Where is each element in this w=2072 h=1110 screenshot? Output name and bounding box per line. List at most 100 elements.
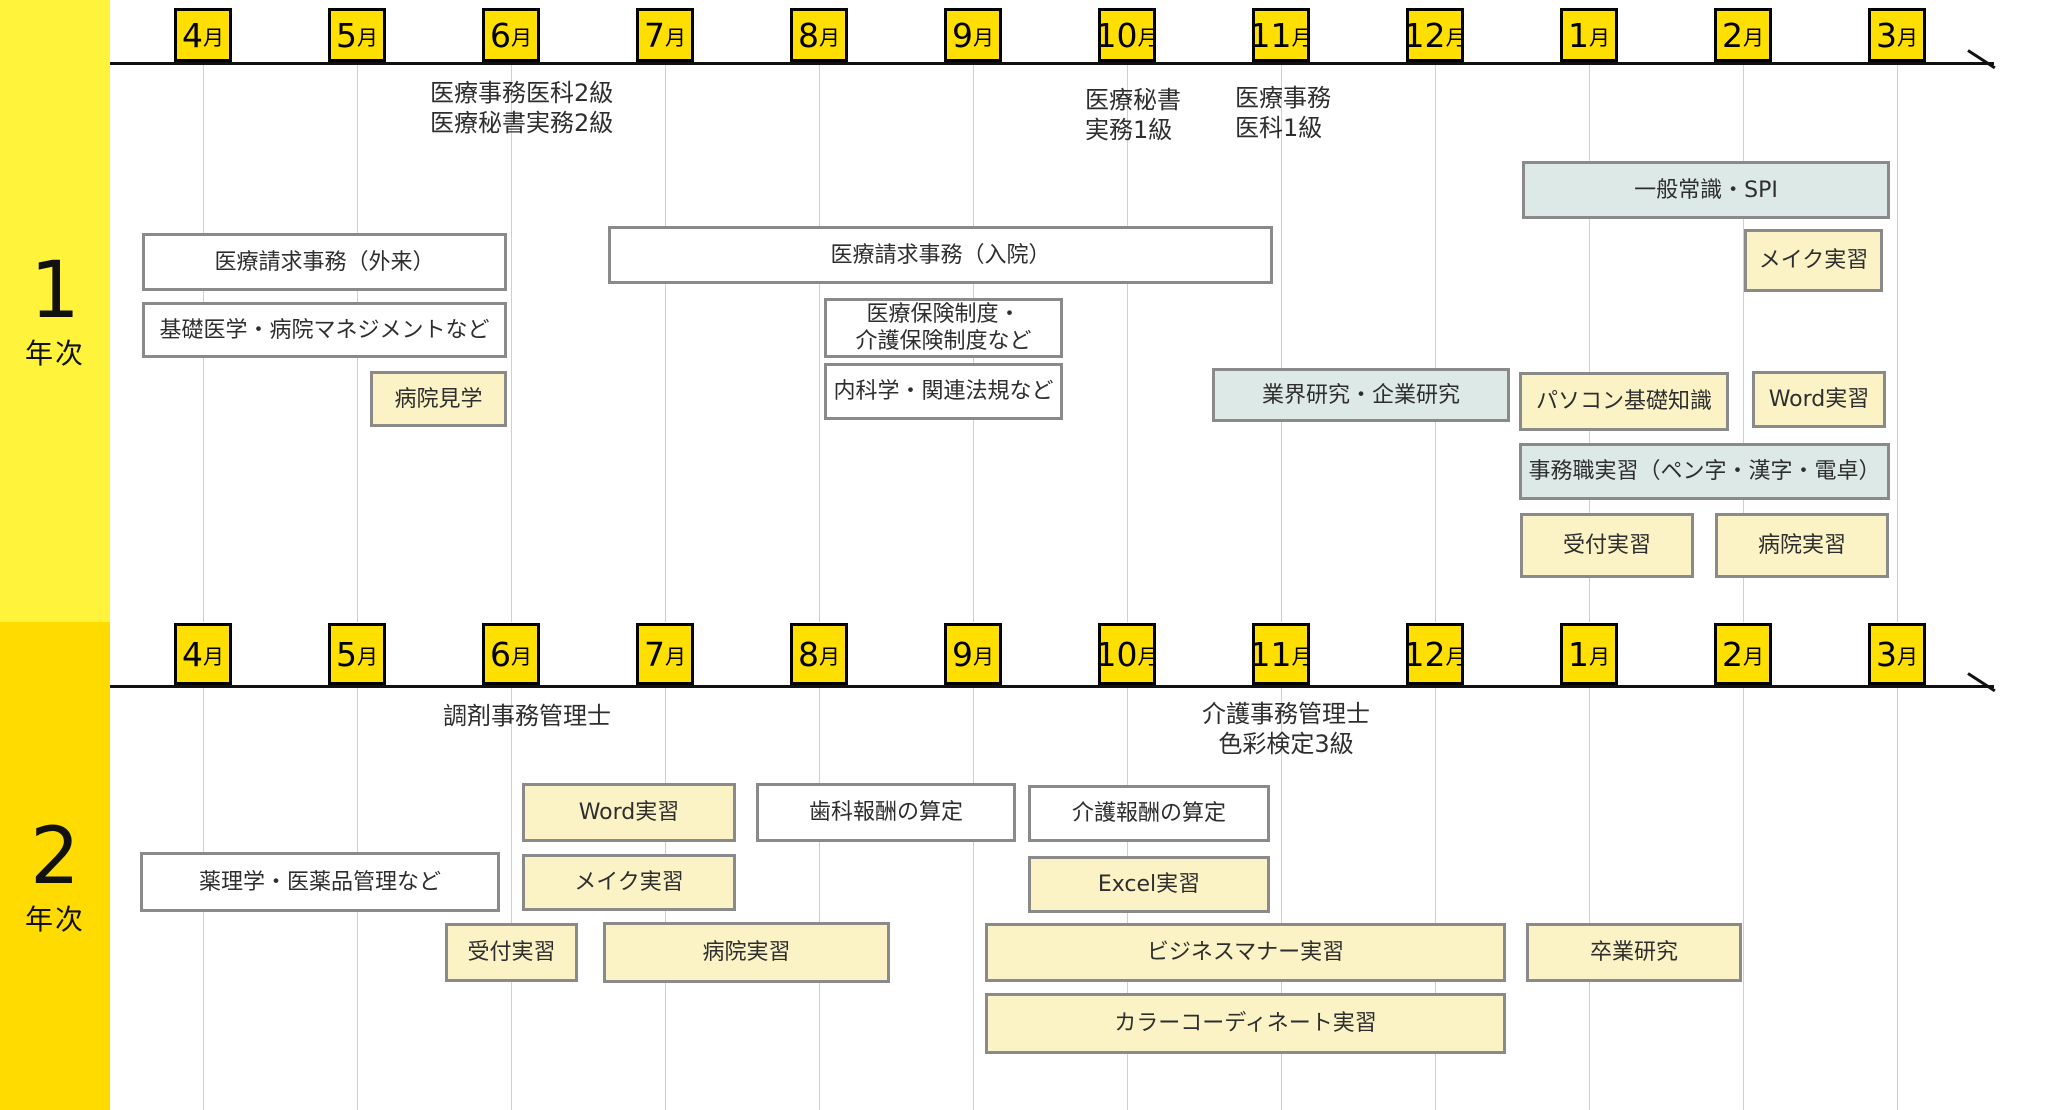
box-makeup-training-y1-label: メイク実習 [1758, 248, 1869, 273]
month-number: 2 [1722, 634, 1743, 674]
box-hospital-visit: 病院見学 [370, 371, 507, 427]
annotation-cert-kaigo-jimu-shikisai-line-1: 介護事務管理士 [1202, 700, 1370, 728]
year-1-timeline-axis [110, 62, 1994, 65]
annotation-cert-medical-office-1kyu: 医療事務医科1級 [1235, 83, 1331, 143]
box-word-training-y1-label: Word実習 [1768, 387, 1870, 412]
month-unit: 月 [1743, 25, 1764, 50]
month-unit: 月 [203, 644, 224, 669]
annotation-cert-medical-office-2kyu: 医療事務医科2級医療秘書実務2級 [430, 78, 613, 138]
month-number: 9 [952, 15, 973, 55]
box-word-training-y1: Word実習 [1752, 371, 1886, 428]
month-number: 10 [1095, 15, 1138, 55]
box-business-manner-training-label: ビジネスマナー実習 [1146, 940, 1345, 965]
box-hospital-training-y1-label: 病院実習 [1757, 533, 1846, 558]
box-reception-training-y1: 受付実習 [1520, 513, 1694, 578]
month-number: 7 [644, 15, 665, 55]
month-unit: 月 [819, 644, 840, 669]
month-number: 5 [336, 15, 357, 55]
month-number: 9 [952, 634, 973, 674]
box-hospital-training-y2: 病院実習 [603, 922, 890, 983]
year-1-timeline-arrow-icon [1967, 49, 1996, 70]
month-number: 1 [1568, 15, 1589, 55]
month-unit: 月 [973, 644, 994, 669]
year-1-gridline-2 [1743, 65, 1744, 622]
year-1-gridline-7 [665, 65, 666, 622]
box-pc-basics-label: パソコン基礎知識 [1535, 389, 1712, 414]
annotation-cert-kaigo-jimu-shikisai-line-2: 色彩検定3級 [1218, 730, 1354, 758]
box-reception-training-y2-label: 受付実習 [467, 940, 556, 965]
month-number: 8 [798, 15, 819, 55]
month-number: 8 [798, 634, 819, 674]
year-1-gridline-1 [1589, 65, 1590, 622]
year-1-band [0, 0, 110, 622]
year-1-gridline-12 [1435, 65, 1436, 622]
year-1-gridline-8 [819, 65, 820, 622]
box-internal-medicine-laws-label: 内科学・関連法規など [833, 379, 1054, 404]
month-number: 5 [336, 634, 357, 674]
month-unit: 月 [973, 25, 994, 50]
month-unit: 月 [819, 25, 840, 50]
annotation-cert-chozai-jimu-line-1: 調剤事務管理士 [443, 702, 611, 730]
month-unit: 月 [1589, 25, 1610, 50]
year-1-gridline-6 [511, 65, 512, 622]
box-medical-billing-outpatient-label: 医療請求事務（外来） [214, 249, 435, 275]
month-unit: 月 [1897, 25, 1918, 50]
month-number: 4 [182, 634, 203, 674]
month-unit: 月 [665, 25, 686, 50]
year-2-number: 2 [30, 812, 80, 902]
month-number: 3 [1876, 634, 1897, 674]
annotation-cert-medical-office-1kyu-line-1: 医療事務 [1235, 84, 1331, 112]
year-2-gridline-3 [1897, 688, 1898, 1110]
box-medical-billing-outpatient: 医療請求事務（外来） [142, 233, 507, 291]
annotation-cert-medical-secretary-1kyu: 医療秘書実務1級 [1085, 85, 1181, 145]
annotation-cert-medical-secretary-1kyu-line-2: 実務1級 [1085, 116, 1173, 144]
box-office-work-training-label: 事務職実習（ペン字・漢字・電卓） [1528, 459, 1881, 484]
box-general-knowledge-spi-label: 一般常識・SPI [1634, 177, 1778, 203]
month-unit: 月 [1743, 644, 1764, 669]
box-pc-basics: パソコン基礎知識 [1519, 372, 1729, 431]
box-general-knowledge-spi: 一般常識・SPI [1522, 161, 1890, 219]
annotation-cert-medical-office-1kyu-line-2: 医科1級 [1235, 114, 1323, 142]
box-hospital-training-y1: 病院実習 [1715, 513, 1889, 578]
year-2-timeline-axis [110, 685, 1994, 688]
box-basic-medicine-hospital-management: 基礎医学・病院マネジメントなど [142, 302, 507, 358]
annotation-cert-kaigo-jimu-shikisai: 介護事務管理士色彩検定3級 [1202, 699, 1370, 759]
box-dental-fee-calculation-label: 歯科報酬の算定 [808, 800, 963, 825]
box-internal-medicine-laws: 内科学・関連法規など [824, 363, 1063, 420]
month-unit: 月 [357, 25, 378, 50]
box-word-training-y2: Word実習 [522, 783, 736, 842]
month-unit: 月 [511, 25, 532, 50]
year-1-gridline-3 [1897, 65, 1898, 622]
box-excel-training: Excel実習 [1028, 856, 1270, 913]
box-pharmacology-drug-management: 薬理学・医薬品管理など [140, 852, 500, 912]
annotation-cert-medical-secretary-1kyu-line-1: 医療秘書 [1085, 86, 1181, 114]
box-makeup-training-y1: メイク実習 [1744, 229, 1883, 292]
month-number: 1 [1568, 634, 1589, 674]
year-2-gridline-2 [1743, 688, 1744, 1110]
year-2-band [0, 622, 110, 1110]
month-unit: 月 [1137, 644, 1159, 669]
year-2-gridline-6 [511, 688, 512, 1110]
month-unit: 月 [1291, 25, 1313, 50]
month-unit: 月 [1291, 644, 1313, 669]
annotation-cert-medical-office-2kyu-line-2: 医療秘書実務2級 [430, 109, 614, 137]
year-2-gridline-1 [1589, 688, 1590, 1110]
